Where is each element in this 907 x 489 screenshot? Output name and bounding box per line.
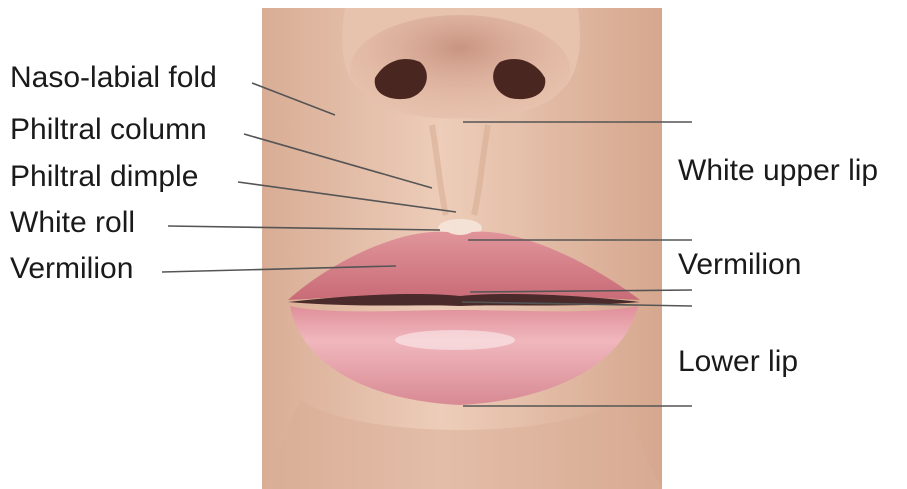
label-philtral-dimple: Philtral dimple: [10, 162, 198, 192]
label-white-upper-lip: White upper lip: [678, 156, 878, 186]
label-vermilion-left: Vermilion: [10, 254, 133, 284]
label-lower-lip: Lower lip: [678, 347, 798, 377]
label-nasolabial-fold: Naso-labial fold: [10, 63, 217, 93]
label-vermilion-right: Vermilion: [678, 250, 801, 280]
label-white-roll: White roll: [10, 208, 135, 238]
label-philtral-column: Philtral column: [10, 115, 207, 145]
